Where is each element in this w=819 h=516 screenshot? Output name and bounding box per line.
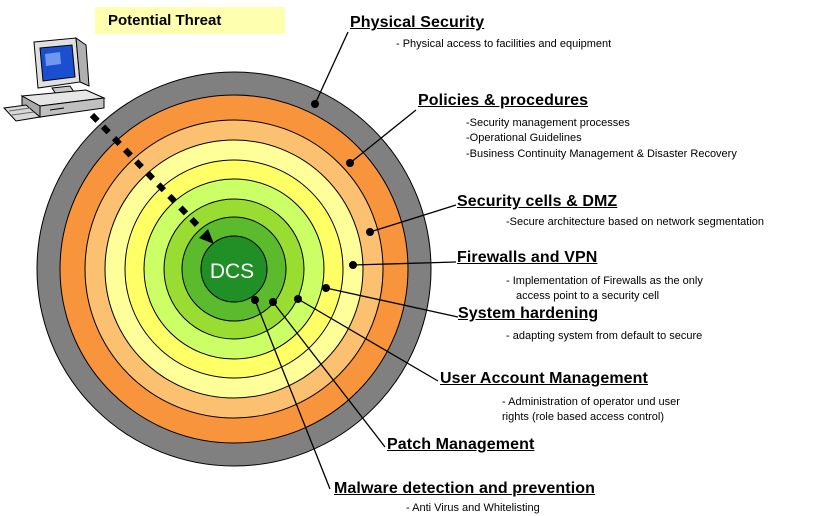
user-account-desc-1: - Administration of operator und user — [502, 396, 680, 408]
policies-desc-3: -Business Continuity Management & Disast… — [466, 148, 737, 160]
system-hardening-desc: - adapting system from default to secure — [506, 330, 703, 342]
policies-desc-1: -Security management processes — [466, 117, 630, 129]
computer-icon — [2, 36, 106, 122]
leader-dot — [346, 159, 354, 167]
leader-dot — [294, 295, 302, 303]
firewalls-title: Firewalls and VPN — [457, 249, 598, 266]
leader-dot — [322, 284, 330, 292]
leader-dot — [269, 298, 277, 306]
leader-dot — [251, 296, 259, 304]
potential-threat-label: Potential Threat — [95, 7, 285, 34]
threat-arrowhead — [199, 229, 214, 244]
policies-title: Policies & procedures — [418, 92, 589, 109]
physical-security-title: Physical Security — [350, 14, 485, 31]
threat-path — [89, 112, 214, 244]
user-account-title: User Account Management — [440, 370, 648, 387]
security-cells-title: Security cells & DMZ — [457, 193, 618, 210]
leader-dot — [311, 100, 319, 108]
malware-desc: - Anti Virus and Whitelisting — [406, 502, 540, 514]
concentric-rings — [36, 71, 432, 467]
firewalls-desc-2: access point to a security cell — [516, 290, 660, 302]
leader-dot — [349, 261, 357, 269]
leader-dot — [366, 228, 374, 236]
user-account-desc-2: rights (role based access control) — [502, 411, 665, 423]
physical-security-desc: - Physical access to facilities and equi… — [396, 38, 612, 50]
leader-lines — [254, 31, 459, 490]
policies-desc-2: -Operational Guidelines — [466, 132, 582, 144]
security-cells-desc: -Secure architecture based on network se… — [506, 216, 765, 228]
patch-management-title: Patch Management — [387, 436, 535, 453]
system-hardening-title: System hardening — [458, 305, 599, 322]
dcs-label: DCS — [210, 260, 254, 283]
firewalls-desc-1: - Implementation of Firewalls as the onl… — [506, 275, 703, 287]
malware-title: Malware detection and prevention — [334, 480, 596, 497]
dcs-core — [200, 235, 268, 303]
leader-dots — [251, 100, 374, 306]
